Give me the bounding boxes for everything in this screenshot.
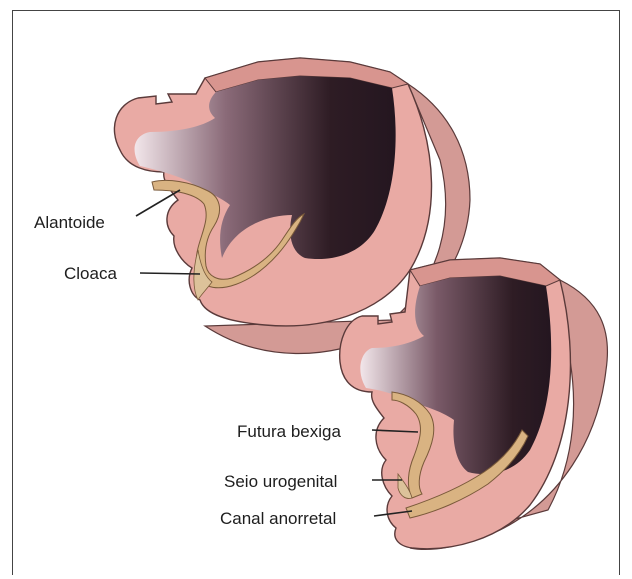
label-seio-urogenital: Seio urogenital (224, 472, 337, 491)
lower-embryo (340, 258, 608, 549)
leader-cloaca (140, 273, 200, 274)
label-canal-anorretal: Canal anorretal (220, 509, 336, 528)
label-alantoide: Alantoide (34, 213, 105, 232)
label-cloaca: Cloaca (64, 264, 117, 283)
label-futura-bexiga: Futura bexiga (237, 422, 341, 441)
